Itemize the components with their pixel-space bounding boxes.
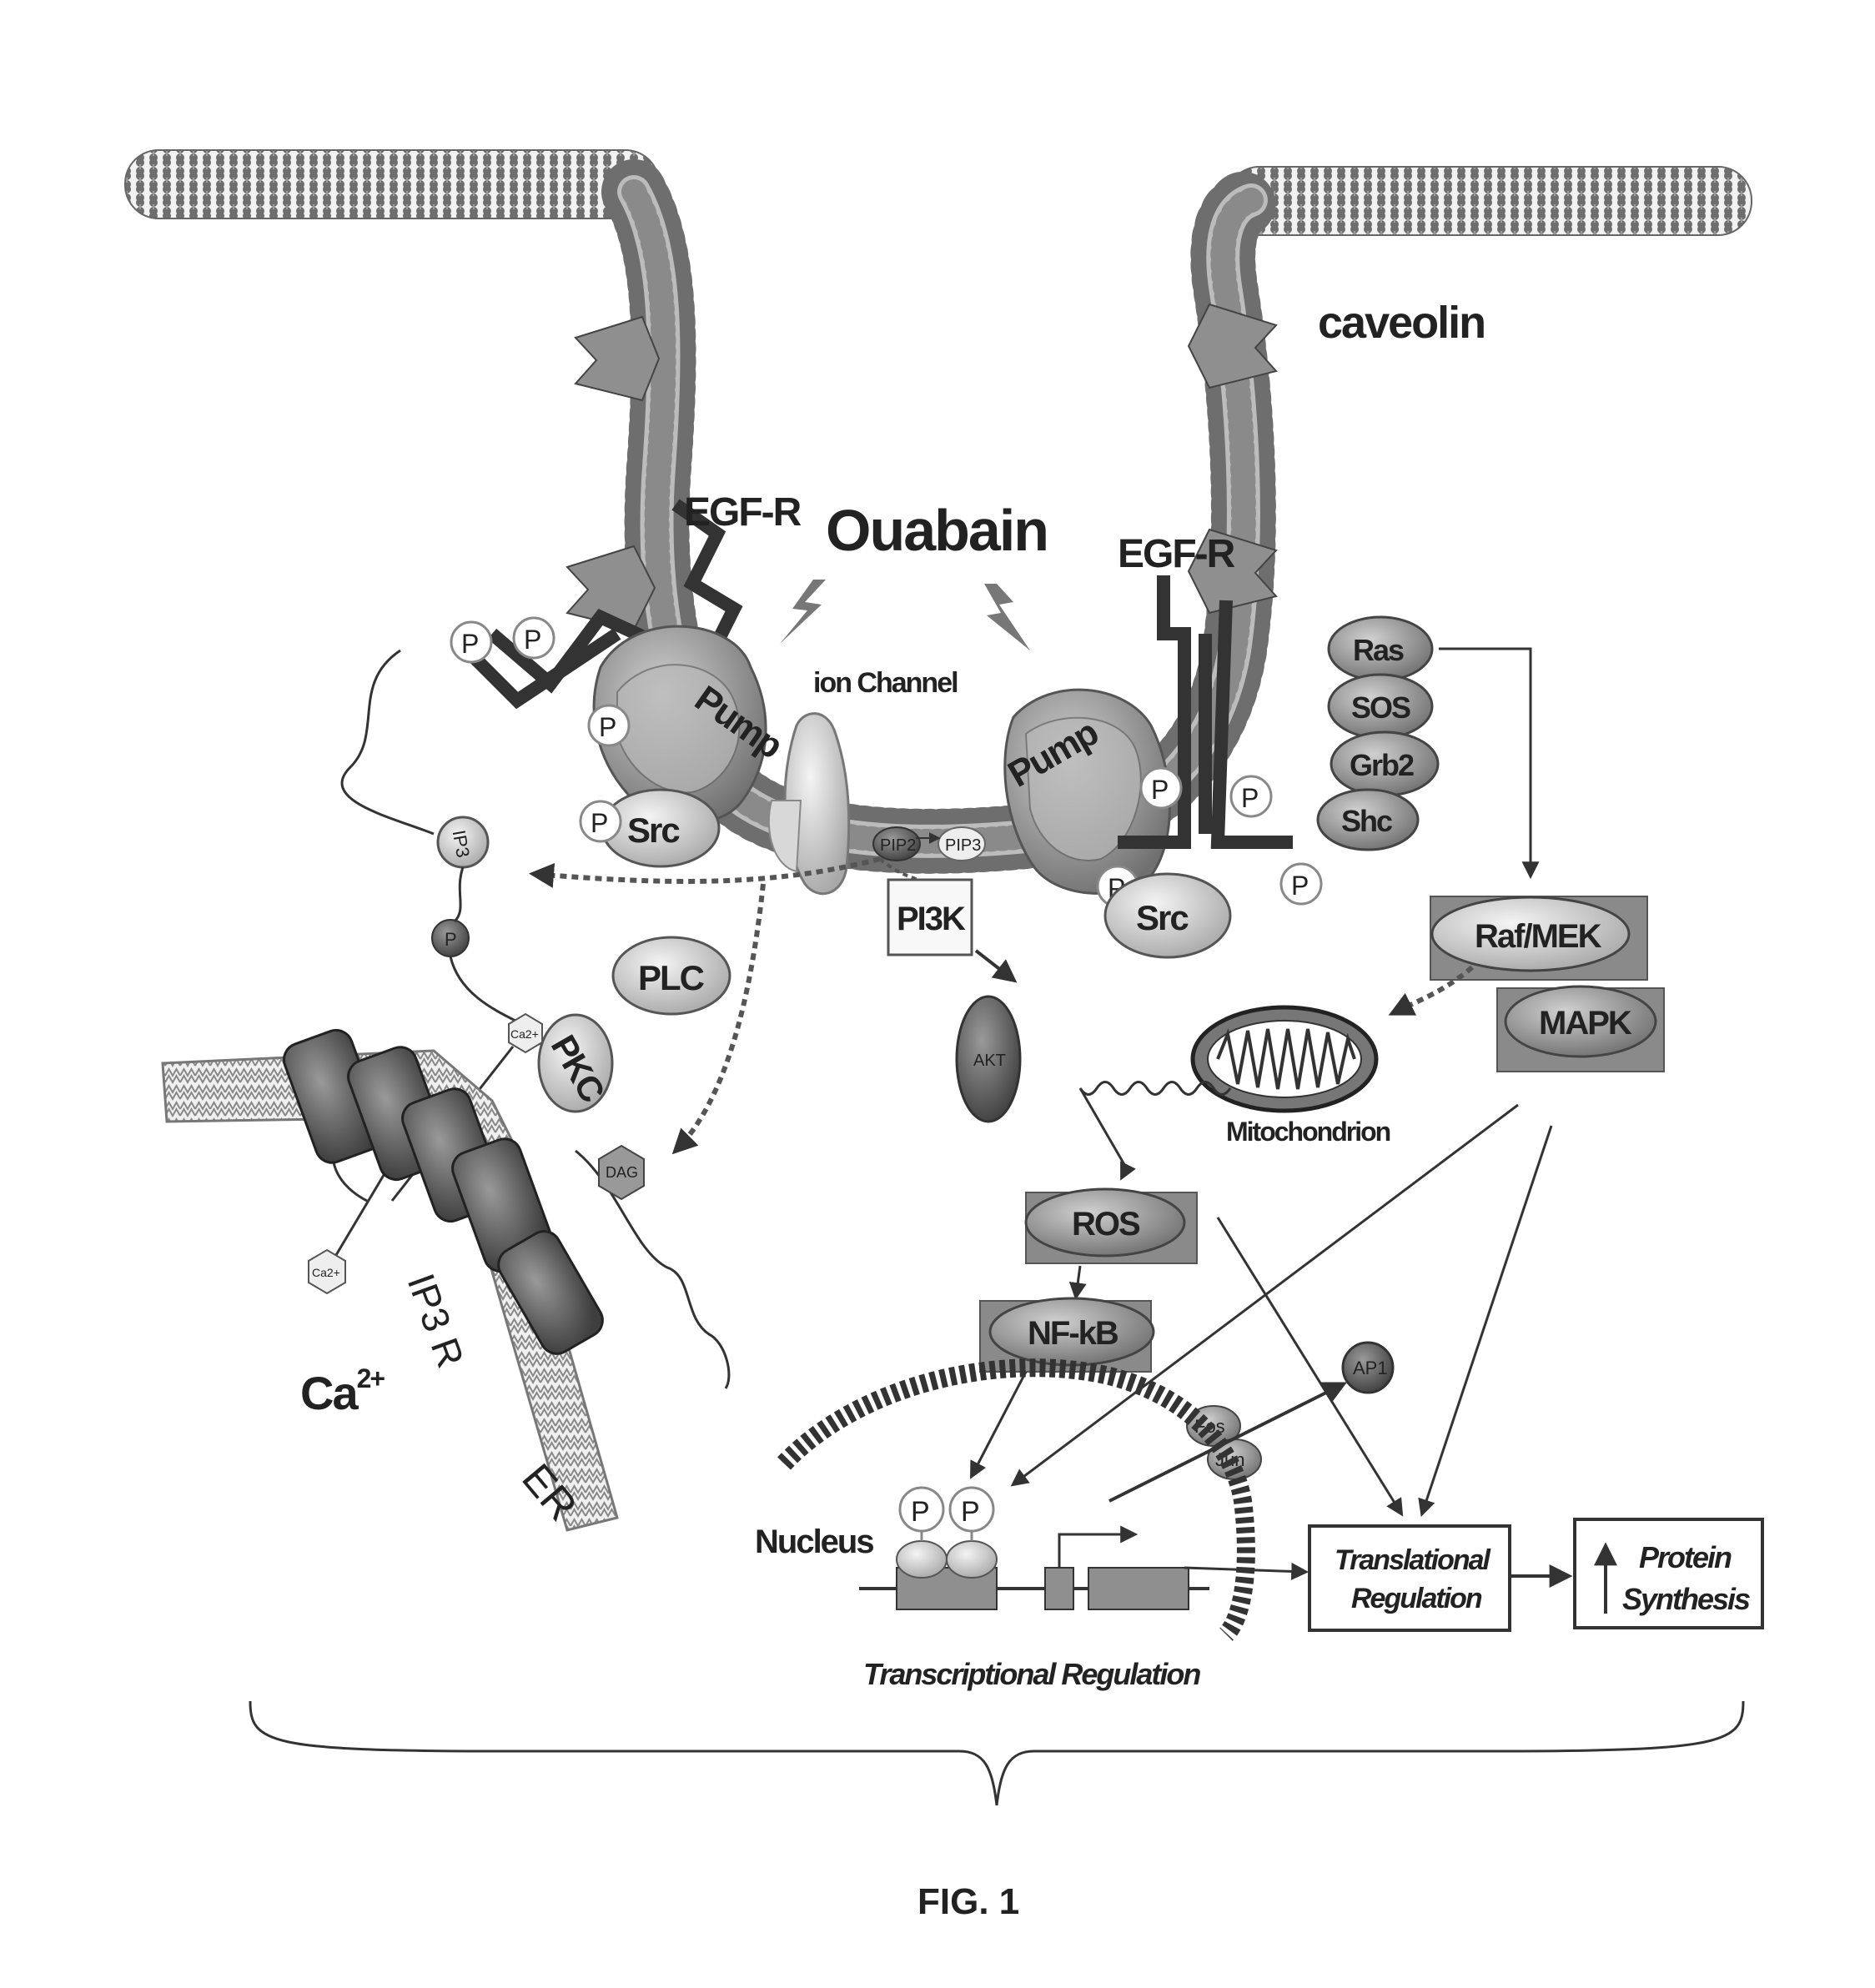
svg-text:Protein: Protein [1639, 1540, 1732, 1574]
egfr-right-label: EGF-R [1118, 532, 1235, 576]
right-src: Src [1105, 874, 1230, 957]
svg-text:P: P [1151, 775, 1169, 805]
nfkb: NF-kB [980, 1298, 1154, 1372]
svg-text:AKT: AKT [973, 1052, 1006, 1070]
pkc: PKC [539, 1015, 613, 1112]
svg-text:AP1: AP1 [1353, 1358, 1388, 1378]
svg-text:P: P [445, 929, 457, 950]
pi3k: PI3K [888, 880, 972, 955]
plasma-membrane [125, 150, 1752, 841]
svg-text:Grb2: Grb2 [1350, 748, 1414, 782]
svg-text:SOS: SOS [1351, 690, 1410, 725]
svg-text:Synthesis: Synthesis [1622, 1582, 1750, 1616]
svg-text:P: P [1291, 871, 1309, 901]
svg-text:Ras: Ras [1353, 633, 1404, 667]
svg-text:DAG: DAG [606, 1164, 638, 1181]
ip3: IP3 [438, 817, 488, 867]
svg-text:P: P [1241, 783, 1259, 813]
mitochondrion-label: Mitochondrion [1226, 1117, 1390, 1147]
ip3r-label: IP3 R [400, 1268, 473, 1373]
svg-text:P: P [461, 629, 479, 659]
dag: DAG [599, 1146, 644, 1199]
svg-text:P: P [911, 1496, 930, 1528]
svg-text:P: P [524, 625, 541, 655]
pip3: PIP3 [938, 827, 985, 861]
svg-text:PIP2: PIP2 [880, 836, 916, 855]
ouabain-bolts [780, 580, 1030, 650]
figure-caption: FIG. 1 [917, 1881, 1019, 1922]
translational-box: Translational Regulation [1309, 1526, 1510, 1630]
ap1: AP1 [1343, 1343, 1393, 1393]
svg-text:NF-kB: NF-kB [1028, 1315, 1118, 1352]
svg-text:MAPK: MAPK [1539, 1005, 1632, 1042]
src-right-label: Src [1136, 898, 1189, 937]
dna-transcription: P P [859, 1488, 1209, 1609]
grouping-brace [250, 1701, 1743, 1805]
ouabain-label: Ouabain [826, 498, 1048, 563]
ca2-hex-b: Ca2+ [309, 1250, 345, 1293]
svg-text:P: P [599, 712, 616, 742]
mito-to-ros-squiggle [1080, 1082, 1230, 1168]
svg-text:PIP3: PIP3 [945, 836, 981, 855]
nucleus-label: Nucleus [755, 1524, 873, 1560]
raf-mek: Raf/MEK [1430, 896, 1647, 980]
transcriptional-label: Transcriptional Regulation [863, 1657, 1200, 1691]
ca-label: Ca2+ [300, 1363, 385, 1419]
mapk: MAPK [1497, 986, 1664, 1072]
svg-text:Translational: Translational [1335, 1544, 1492, 1576]
svg-text:P: P [591, 808, 608, 838]
src-left-label: Src [627, 811, 680, 850]
plc-label: PLC [638, 958, 705, 997]
pip2: PIP2 [873, 827, 920, 861]
caveolin-label: caveolin [1318, 298, 1485, 348]
ras-to-raf-arrow [1439, 649, 1531, 876]
ros: ROS [1026, 1189, 1197, 1263]
ras: Ras [1329, 617, 1432, 680]
svg-text:Shc: Shc [1341, 804, 1392, 838]
svg-text:Ca2+: Ca2+ [510, 1027, 539, 1041]
akt: AKT [957, 997, 1020, 1122]
sos: SOS [1329, 675, 1432, 738]
svg-text:Regulation: Regulation [1351, 1583, 1482, 1614]
svg-text:Ca2+: Ca2+ [312, 1266, 340, 1279]
svg-text:ROS: ROS [1072, 1206, 1140, 1242]
egfr-left-label: EGF-R [684, 490, 802, 535]
pi3k-label: PI3K [897, 901, 966, 937]
plc: PLC [613, 937, 730, 1014]
svg-text:P: P [961, 1496, 980, 1528]
ion-channel-label: ion Channel [813, 667, 958, 699]
protein-synthesis-box: Protein Synthesis [1575, 1519, 1762, 1628]
shc: Shc [1318, 790, 1418, 850]
grb2: Grb2 [1331, 732, 1438, 796]
svg-text:Raf/MEK: Raf/MEK [1475, 918, 1602, 955]
